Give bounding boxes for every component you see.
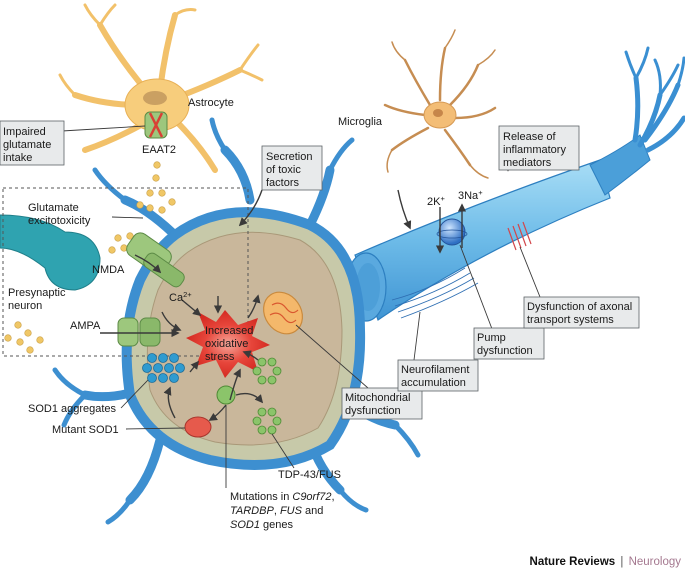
label-box-pump-dysfunction: Pump dysfunction: [473, 327, 545, 360]
astrocyte: [58, 3, 264, 173]
nmda-label: NMDA: [92, 264, 125, 276]
mitochondrion-icon: [262, 291, 304, 335]
microglia: [383, 29, 497, 179]
eaat2-label: EAAT2: [142, 144, 176, 156]
impaired-label-line3: intake: [3, 152, 32, 164]
glutamate-dot: [16, 338, 24, 346]
oxidative-stress-icon: [186, 310, 270, 378]
glutamate-dot: [24, 329, 32, 337]
label-box-impaired-glutamate-intake: Impaired glutamate intake: [0, 120, 65, 166]
secretion-label-line3: factors: [266, 177, 300, 189]
mutant-sod1-label: Mutant SOD1: [52, 424, 119, 436]
axonal-label-line2: transport systems: [527, 314, 614, 326]
calcium-label: Ca2+: [169, 290, 192, 304]
glutamate-dot: [108, 246, 116, 254]
label-box-release-inflammatory-mediators: Release of inflammatory mediators: [498, 125, 580, 171]
glutamate-dot: [158, 206, 166, 214]
neurofilament-label-line2: accumulation: [401, 377, 466, 389]
secretion-label-line1: Secretion: [266, 151, 312, 163]
mutations-label-line3: SOD1 genes: [230, 519, 293, 531]
potassium-label: 2K+: [427, 194, 445, 208]
label-box-mitochondrial-dysfunction: Mitochondrial dysfunction: [341, 387, 423, 420]
glutamate-dot: [153, 161, 161, 169]
glutamate-dot: [114, 234, 122, 242]
ampa-label: AMPA: [70, 320, 101, 332]
footer-separator: |: [620, 556, 624, 568]
glutamate-label-line2: excitotoxicity: [28, 215, 91, 227]
tdp43-fus-clusters-icon: [252, 357, 282, 435]
pump-icon: [436, 218, 468, 246]
footer-section: Neurology: [628, 556, 681, 568]
glutamate-label-line1: Glutamate: [28, 202, 79, 214]
ampa-receptor-icon: [117, 317, 161, 347]
oxidative-label-line2: oxidative: [205, 338, 248, 350]
microglia-label: Microglia: [338, 116, 383, 128]
oxidative-label-line3: stress: [205, 351, 235, 363]
label-box-secretion-toxic-factors: Secretion of toxic factors: [261, 145, 323, 191]
glutamate-dot: [136, 201, 144, 209]
pump-label-line1: Pump: [477, 332, 506, 344]
footer-journal: Nature Reviews: [529, 556, 616, 568]
glutamate-dot: [146, 204, 154, 212]
mutations-label-line2: TARDBP, FUS and: [230, 505, 323, 517]
presynaptic-label-line1: Presynaptic: [8, 287, 66, 299]
sod1-aggregates-label: SOD1 aggregates: [28, 403, 117, 415]
impaired-label-line1: Impaired: [3, 126, 46, 138]
mutations-label-line1: Mutations in C9orf72,: [230, 491, 335, 503]
presynaptic-neuron: [0, 214, 101, 291]
glutamate-molecules: [4, 161, 176, 354]
glutamate-dot: [158, 189, 166, 197]
glutamate-dot: [26, 346, 34, 354]
journal-footer: Nature Reviews | Neurology: [530, 556, 681, 568]
sod1-aggregates-icon: [142, 353, 185, 383]
release-label-line3: mediators: [503, 157, 552, 169]
sodium-label: 3Na+: [458, 188, 483, 202]
secretion-label-line2: of toxic: [266, 164, 301, 176]
tdp-fus-label: TDP-43/FUS: [278, 469, 341, 481]
mutant-sod1-icon: [184, 416, 212, 438]
glutamate-dot: [152, 174, 160, 182]
synapse-region: [2, 187, 249, 357]
mito-label-line1: Mitochondrial: [345, 392, 410, 404]
oxidative-label-line1: Increased: [205, 325, 253, 337]
release-label-line1: Release of: [503, 131, 557, 143]
axon: [345, 46, 685, 322]
impaired-label-line2: glutamate: [3, 139, 51, 151]
release-label-line2: inflammatory: [503, 144, 566, 156]
glutamate-dot: [36, 336, 44, 344]
mito-label-line2: dysfunction: [345, 405, 401, 417]
glutamate-dot: [4, 334, 12, 342]
neurofilament-label-line1: Neurofilament: [401, 364, 469, 376]
eaat2-transporter-icon: [144, 111, 168, 139]
astrocyte-label: Astrocyte: [188, 97, 234, 109]
gene-mutation-icon: [216, 385, 236, 405]
axonal-label-line1: Dysfunction of axonal: [527, 301, 632, 313]
glutamate-dot: [168, 198, 176, 206]
glutamate-dot: [126, 232, 134, 240]
glutamate-dot: [146, 189, 154, 197]
label-box-neurofilament-accumulation: Neurofilament accumulation: [397, 359, 479, 392]
pump-label-line2: dysfunction: [477, 345, 533, 357]
presynaptic-label-line2: neuron: [8, 300, 42, 312]
glutamate-dot: [14, 321, 22, 329]
label-box-axonal-transport: Dysfunction of axonal transport systems: [523, 296, 640, 329]
neuron-soma: [52, 117, 421, 525]
pathway-arrows: [100, 145, 513, 421]
leader-lines: [61, 125, 541, 488]
nmda-receptor-icon: [126, 232, 185, 288]
